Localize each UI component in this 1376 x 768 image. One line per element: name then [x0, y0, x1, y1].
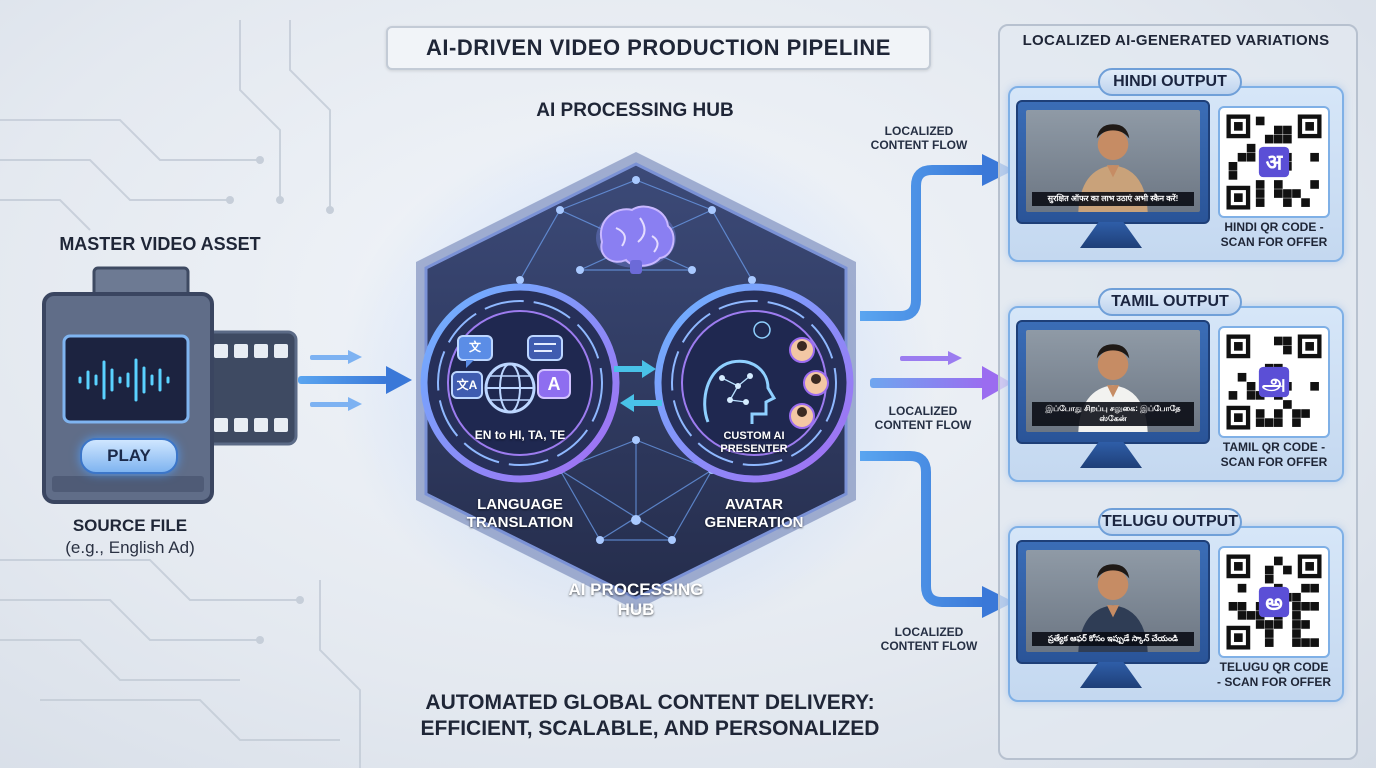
- output-subtitle: இப்போது சிறப்பு சலுகை: இப்போதே ஸ்கேன்: [1032, 402, 1194, 426]
- qr-code[interactable]: अ: [1218, 106, 1330, 218]
- qr-caption-line2: - SCAN FOR OFFER: [1217, 675, 1331, 689]
- footer-tagline: AUTOMATED GLOBAL CONTENT DELIVERY: EFFIC…: [380, 690, 920, 742]
- hub-inner-line1: AI PROCESSING: [568, 580, 704, 599]
- translate-glyph-icon: 文: [468, 340, 481, 354]
- translate-ta-glyph: 文A: [456, 378, 478, 392]
- play-button[interactable]: PLAY: [80, 438, 178, 474]
- qr-caption: HINDI QR CODE - SCAN FOR OFFER: [1212, 220, 1336, 250]
- flow-label-line2: CONTENT FLOW: [880, 639, 978, 653]
- presenter-line2: PRESENTER: [720, 443, 788, 455]
- globe-icon: [484, 362, 536, 414]
- speech-bubble-icon: [451, 335, 571, 399]
- qr-caption-line2: SCAN FOR OFFER: [1220, 235, 1328, 249]
- flow-label-line1: LOCALIZED: [884, 124, 954, 138]
- source-heading: MASTER VIDEO ASSET: [59, 234, 261, 254]
- processing-hub-hexagon: [416, 152, 856, 610]
- output-monitor[interactable]: இப்போது சிறப்பு சலுகை: இப்போதே ஸ்கேன்: [1016, 320, 1210, 444]
- hub-inner-label: AI PROCESSING HUB: [556, 580, 716, 620]
- presenter-line1: CUSTOM AI: [723, 430, 785, 442]
- qr-caption: TELUGU QR CODE - SCAN FOR OFFER: [1212, 660, 1336, 690]
- flow-label-tamil: LOCALIZED CONTENT FLOW: [868, 404, 978, 432]
- avatar-label: AVATAR GENERATION: [694, 496, 814, 532]
- qr-code[interactable]: అ: [1218, 546, 1330, 658]
- outputs-panel-title: LOCALIZED AI-GENERATED VARIATIONS: [1022, 32, 1330, 49]
- qr-code-pattern: அ: [1226, 334, 1322, 430]
- output-title: HINDI OUTPUT: [1098, 68, 1242, 96]
- hub-inner-line2: HUB: [617, 600, 655, 619]
- output-title: TELUGU OUTPUT: [1098, 508, 1242, 536]
- monitor-screen: ప్రత్యేక ఆఫర్ కోసం ఇప్పుడే స్కాన్ చేయండి: [1026, 550, 1200, 652]
- output-arrows: [860, 154, 1014, 618]
- monitor-screen: இப்போது சிறப்பு சலுகை: இப்போதே ஸ்கேன்: [1026, 330, 1200, 432]
- translation-label-line2: TRANSLATION: [466, 514, 574, 531]
- qr-caption-line1: TELUGU QR CODE: [1219, 660, 1329, 674]
- qr-glyph: அ: [1262, 371, 1286, 396]
- qr-caption-line1: TAMIL QR CODE -: [1222, 440, 1326, 454]
- flow-label-line2: CONTENT FLOW: [870, 138, 968, 152]
- flow-label-line2: CONTENT FLOW: [874, 418, 972, 432]
- hub-top-label: AI PROCESSING HUB: [536, 100, 734, 121]
- avatar-faces-icon: [753, 321, 829, 429]
- flow-label-line1: LOCALIZED: [888, 404, 958, 418]
- qr-caption: TAMIL QR CODE - SCAN FOR OFFER: [1212, 440, 1336, 470]
- avatar-label-line2: GENERATION: [704, 514, 804, 531]
- qr-code-pattern: అ: [1226, 554, 1322, 650]
- footer-line2: EFFICIENT, SCALABLE, AND PERSONALIZED: [420, 717, 880, 740]
- translation-label-line1: LANGUAGE: [477, 496, 563, 513]
- source-file-note: (e.g., English Ad): [65, 538, 195, 557]
- qr-caption-line1: HINDI QR CODE -: [1224, 220, 1324, 234]
- output-monitor[interactable]: ప్రత్యేక ఆఫర్ కోసం ఇప్పుడే స్కాన్ చేయండి: [1016, 540, 1210, 664]
- ai-head-icon: [703, 359, 777, 424]
- qr-glyph: అ: [1265, 591, 1282, 616]
- output-subtitle: ప్రత్యేక ఆఫర్ కోసం ఇప్పుడే స్కాన్ చేయండి: [1032, 632, 1194, 646]
- brain-icon: [596, 205, 676, 274]
- translation-languages: EN to HI, TA, TE: [474, 428, 566, 442]
- input-arrows: [298, 350, 412, 411]
- source-file-label: SOURCE FILE: [72, 516, 188, 535]
- monitor-screen: सुरक्षित ऑफर का लाभ उठाएं अभी स्कैन करें…: [1026, 110, 1200, 212]
- waveform-icon: [78, 358, 170, 402]
- qr-glyph: अ: [1266, 151, 1284, 176]
- flow-label-line1: LOCALIZED: [894, 625, 964, 639]
- page-title: AI-DRIVEN VIDEO PRODUCTION PIPELINE: [386, 26, 931, 70]
- translate-a-glyph: A: [547, 374, 561, 394]
- translation-label: LANGUAGE TRANSLATION: [460, 496, 580, 532]
- qr-code-pattern: अ: [1226, 114, 1322, 210]
- output-monitor[interactable]: सुरक्षित ऑफर का लाभ उठाएं अभी स्कैन करें…: [1016, 100, 1210, 224]
- qr-caption-line2: SCAN FOR OFFER: [1220, 455, 1328, 469]
- qr-code[interactable]: அ: [1218, 326, 1330, 438]
- footer-line1: AUTOMATED GLOBAL CONTENT DELIVERY:: [425, 691, 875, 714]
- flow-label-telugu: LOCALIZED CONTENT FLOW: [874, 625, 984, 653]
- flow-label-hindi: LOCALIZED CONTENT FLOW: [864, 124, 974, 152]
- avatar-label-line1: AVATAR: [724, 496, 784, 513]
- output-subtitle: सुरक्षित ऑफर का लाभ उठाएं अभी स्कैन करें…: [1032, 192, 1194, 206]
- presenter-label: CUSTOM AI PRESENTER: [694, 430, 814, 456]
- output-title: TAMIL OUTPUT: [1098, 288, 1242, 316]
